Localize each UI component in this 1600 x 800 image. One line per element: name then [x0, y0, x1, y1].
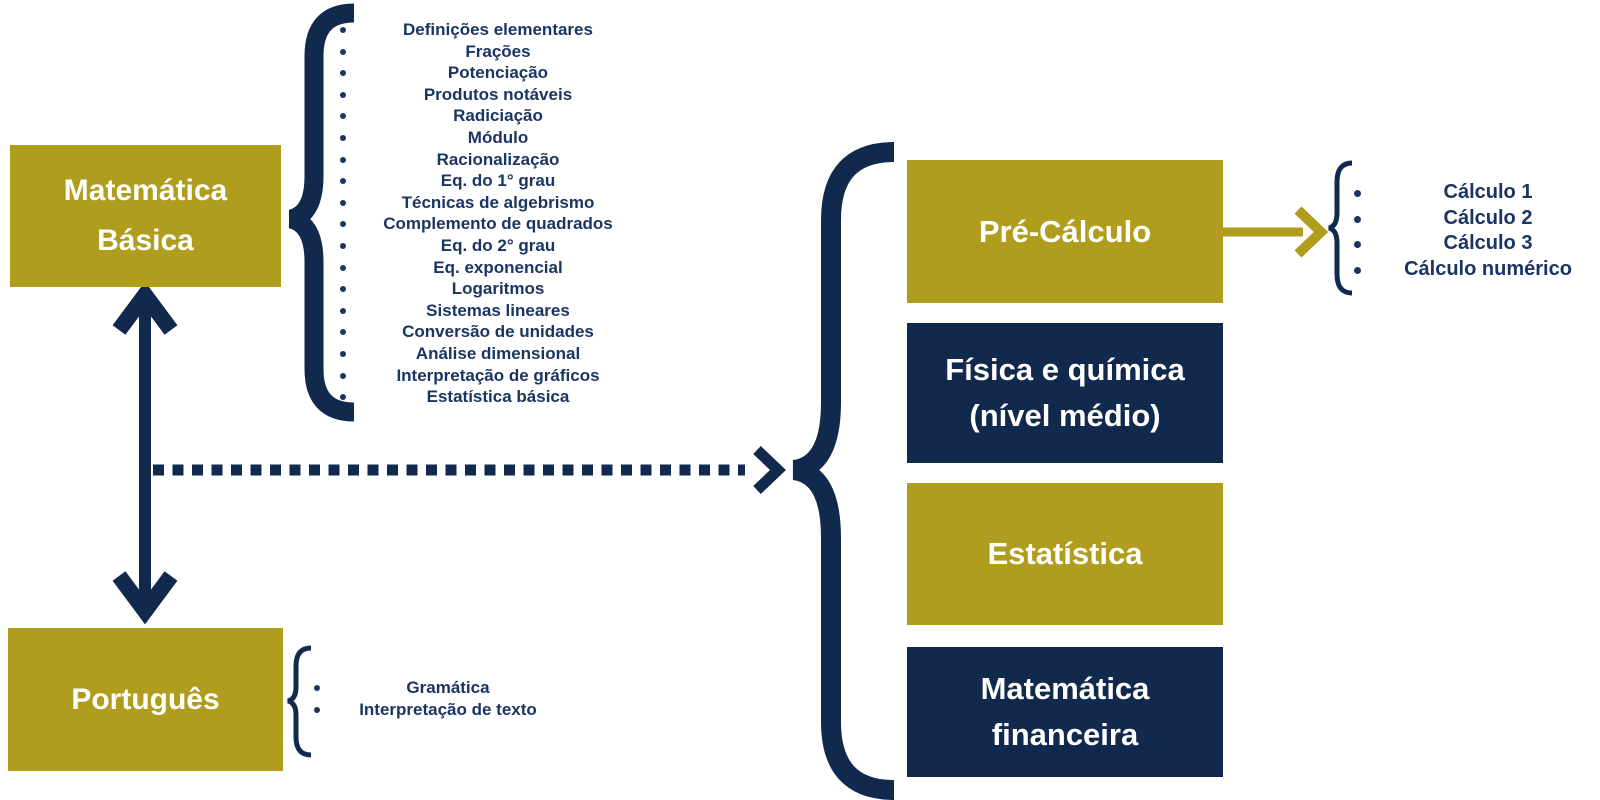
bullet-icon [340, 286, 346, 293]
list-item-label: Análise dimensional [415, 343, 581, 363]
portugues-topics-list: Gramática Interpretação de texto [312, 677, 584, 720]
list-item-label: Radiciação [453, 106, 543, 126]
bullet-icon [340, 113, 346, 120]
bullet-icon [340, 264, 346, 271]
list-item-label: Eq. do 2° grau [440, 235, 556, 255]
list-item-label: Gramática [406, 678, 490, 697]
bullet-icon [340, 48, 346, 55]
list-item-label: Cálculo 1 [1443, 181, 1533, 203]
list-item: Análise dimensional [340, 343, 644, 365]
portugues-topics-brace-icon [287, 645, 312, 758]
list-item: Estatística básica [340, 386, 644, 408]
list-item-label: Frações [465, 41, 531, 61]
list-item-label: Potenciação [447, 63, 549, 83]
list-item-label: Cálculo 2 [1443, 206, 1533, 229]
matematica-financeira-label-line1: Matemática [980, 671, 1150, 706]
list-item: Conversão de unidades [340, 321, 644, 343]
bullet-icon [340, 91, 346, 98]
list-item: Logaritmos [340, 278, 644, 300]
matematica-topics-list: Definições elementares Frações Potenciaç… [340, 19, 644, 408]
double-arrow-icon [112, 281, 178, 625]
list-item-label: Módulo [467, 127, 529, 147]
matematica-basica-label-line2: Básica [97, 224, 194, 257]
bullet-icon [340, 199, 346, 206]
bullet-icon [340, 70, 346, 77]
list-item-label: Técnicas de algebrismo [401, 192, 595, 212]
list-item: Frações [340, 41, 644, 63]
list-item: Cálculo numérico [1352, 257, 1600, 283]
list-item: Módulo [340, 127, 644, 149]
bullet-icon [340, 27, 346, 33]
fisica-quimica-label-line2: (nível médio) [969, 398, 1161, 433]
list-item: Produtos notáveis [340, 84, 644, 106]
estatistica-label: Estatística [987, 536, 1143, 571]
bullet-icon [1354, 190, 1361, 197]
list-item: Eq. exponencial [340, 257, 644, 279]
bullet-icon [340, 394, 346, 401]
list-item-label: Definições elementares [403, 20, 593, 39]
list-item-label: Logaritmos [451, 279, 545, 299]
list-item: Radiciação [340, 105, 644, 127]
list-item: Definições elementares [340, 19, 644, 41]
list-item: Potenciação [340, 62, 644, 84]
list-item: Eq. do 1° grau [340, 170, 644, 192]
bullet-icon [340, 242, 346, 249]
bullet-icon [340, 372, 346, 379]
list-item: Cálculo 2 [1352, 206, 1600, 232]
portugues-box: Português [8, 628, 283, 771]
bullet-icon [340, 221, 346, 228]
dotted-arrow-icon [153, 446, 786, 494]
list-item: Cálculo 3 [1352, 231, 1600, 257]
courses-brace-icon [792, 142, 895, 800]
bullet-icon [1354, 241, 1361, 249]
list-item-label: Cálculo numérico [1404, 257, 1572, 280]
fisica-quimica-label-line1: Física e química [945, 352, 1185, 387]
bullet-icon [340, 329, 346, 336]
list-item: Complemento de quadrados [340, 213, 644, 235]
estatistica-box: Estatística [907, 483, 1223, 625]
bullet-icon [314, 685, 320, 691]
list-item-label: Eq. do 1° grau [440, 171, 556, 191]
list-item: Cálculo 1 [1352, 180, 1600, 206]
list-item: Racionalização [340, 149, 644, 171]
list-item-label: Complemento de quadrados [383, 214, 613, 234]
list-item: Técnicas de algebrismo [340, 192, 644, 214]
list-item-label: Conversão de unidades [402, 322, 594, 342]
portugues-label: Português [71, 682, 220, 716]
list-item-label: Eq. exponencial [433, 257, 563, 277]
fisica-quimica-box: Física e química (nível médio) [907, 323, 1223, 463]
list-item: Interpretação de gráficos [340, 365, 644, 387]
matematica-basica-box: Matemática Básica [10, 145, 281, 287]
list-item-label: Estatística básica [426, 387, 570, 407]
list-item-label: Produtos notáveis [423, 84, 573, 104]
pre-calculo-label: Pré-Cálculo [978, 213, 1152, 249]
bullet-icon [340, 134, 346, 141]
list-item-label: Cálculo 3 [1443, 232, 1533, 255]
bullet-icon [340, 178, 346, 185]
list-item-label: Racionalização [436, 149, 560, 169]
matematica-financeira-label-line2: financeira [991, 717, 1139, 752]
list-item-label: Interpretação de gráficos [396, 365, 600, 385]
bullet-icon [340, 307, 346, 314]
bullet-icon [340, 350, 346, 357]
calculo-topics-list: Cálculo 1 Cálculo 2 Cálculo 3 Cálculo nu… [1352, 180, 1600, 282]
bullet-icon [1354, 215, 1361, 223]
bullet-icon [1354, 266, 1361, 274]
list-item-label: Interpretação de texto [359, 699, 537, 719]
list-item: Eq. do 2° grau [340, 235, 644, 257]
matematica-financeira-box: Matemática financeira [907, 647, 1223, 777]
list-item: Interpretação de texto [312, 699, 584, 721]
list-item: Sistemas lineares [340, 300, 644, 322]
pre-calculo-arrow-icon [1223, 206, 1329, 258]
list-item: Gramática [312, 677, 584, 699]
bullet-icon [314, 706, 320, 713]
calculo-topics-brace-icon [1328, 160, 1353, 296]
pre-calculo-box: Pré-Cálculo [907, 160, 1223, 303]
bullet-icon [340, 156, 346, 163]
list-item-label: Sistemas lineares [426, 300, 570, 320]
matematica-basica-label-line1: Matemática [63, 174, 228, 207]
